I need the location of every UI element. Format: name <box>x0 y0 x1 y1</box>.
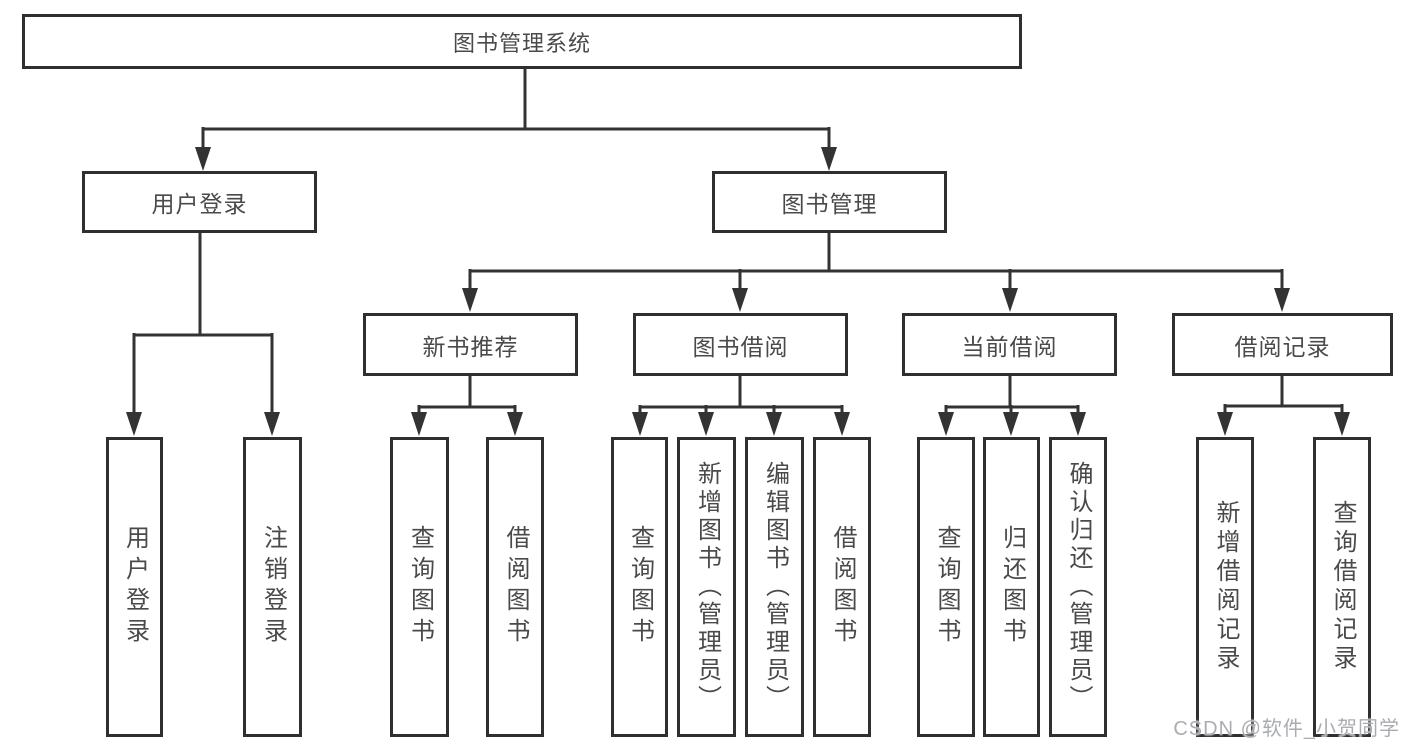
leaf-confirm-return-admin: 确认归还（管理员） <box>1049 437 1107 737</box>
node-book-borrowing: 图书借阅 <box>633 313 848 376</box>
leaf-user-login: 用户登录 <box>106 437 163 737</box>
leaf-query-books-current: 查询图书 <box>917 437 975 737</box>
node-current-borrowing: 当前借阅 <box>902 313 1117 376</box>
leaf-borrow-books-recommend: 借阅图书 <box>486 437 544 737</box>
node-borrowing-records: 借阅记录 <box>1172 313 1393 376</box>
leaf-return-books: 归还图书 <box>983 437 1040 737</box>
node-system-root: 图书管理系统 <box>22 14 1022 69</box>
leaf-query-borrow-record: 查询借阅记录 <box>1313 437 1371 737</box>
leaf-query-books-borrowing: 查询图书 <box>611 437 668 737</box>
node-new-book-recommend: 新书推荐 <box>363 313 578 376</box>
node-user-login: 用户登录 <box>82 171 317 233</box>
leaf-add-borrow-record: 新增借阅记录 <box>1196 437 1254 737</box>
csdn-watermark: CSDN @软件_小贺同学 <box>1173 718 1400 740</box>
leaf-edit-books-admin: 编辑图书（管理员） <box>745 437 804 737</box>
leaf-query-books-recommend: 查询图书 <box>390 437 449 737</box>
node-book-management: 图书管理 <box>712 171 947 233</box>
leaf-add-books-admin: 新增图书（管理员） <box>677 437 736 737</box>
leaf-logout: 注销登录 <box>243 437 302 737</box>
leaf-borrow-books: 借阅图书 <box>813 437 871 737</box>
arrowheads <box>126 147 1350 436</box>
